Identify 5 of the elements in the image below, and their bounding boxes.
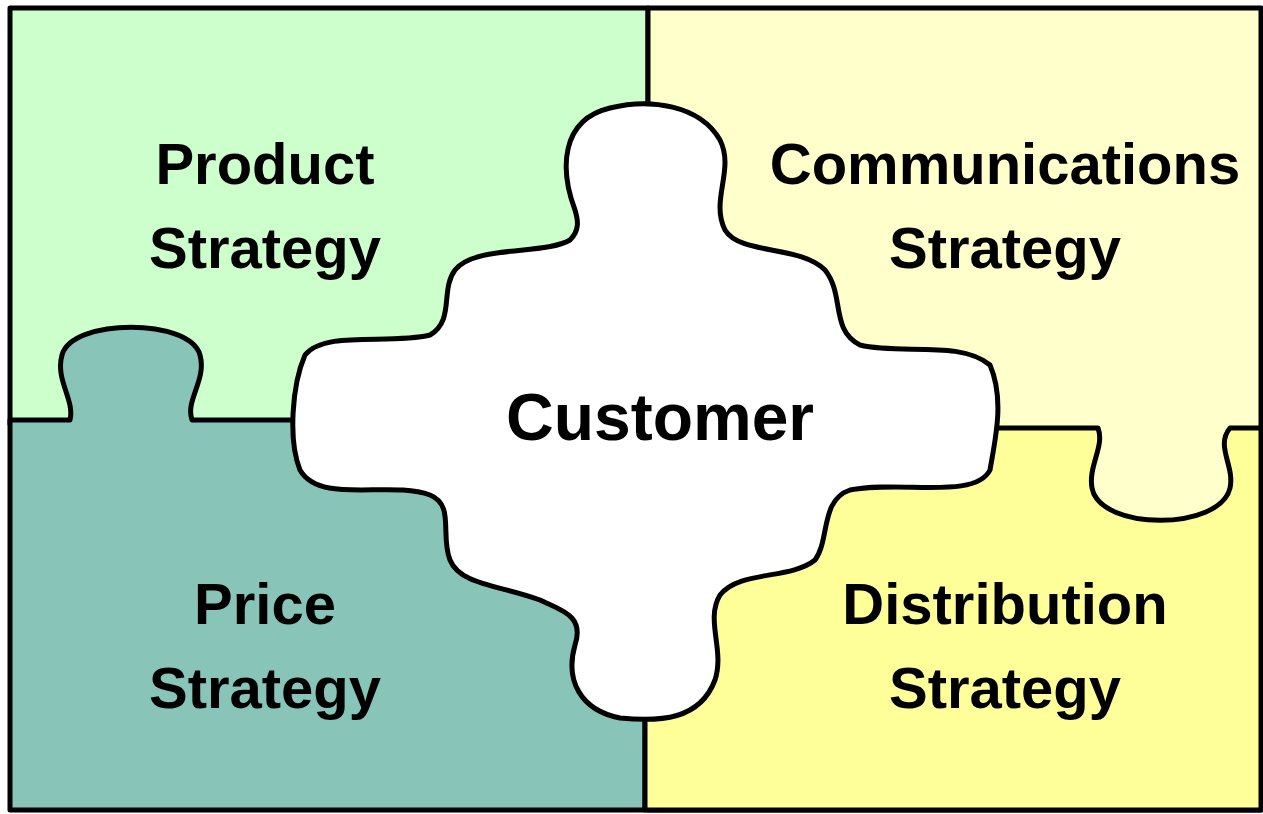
piece-label: Price Strategy (147, 570, 383, 723)
piece-label: Customer (504, 379, 816, 456)
piece-label: Distribution Strategy (841, 570, 1169, 723)
piece-label: Product Strategy (147, 130, 383, 283)
piece-label: Communications Strategy (768, 130, 1242, 283)
